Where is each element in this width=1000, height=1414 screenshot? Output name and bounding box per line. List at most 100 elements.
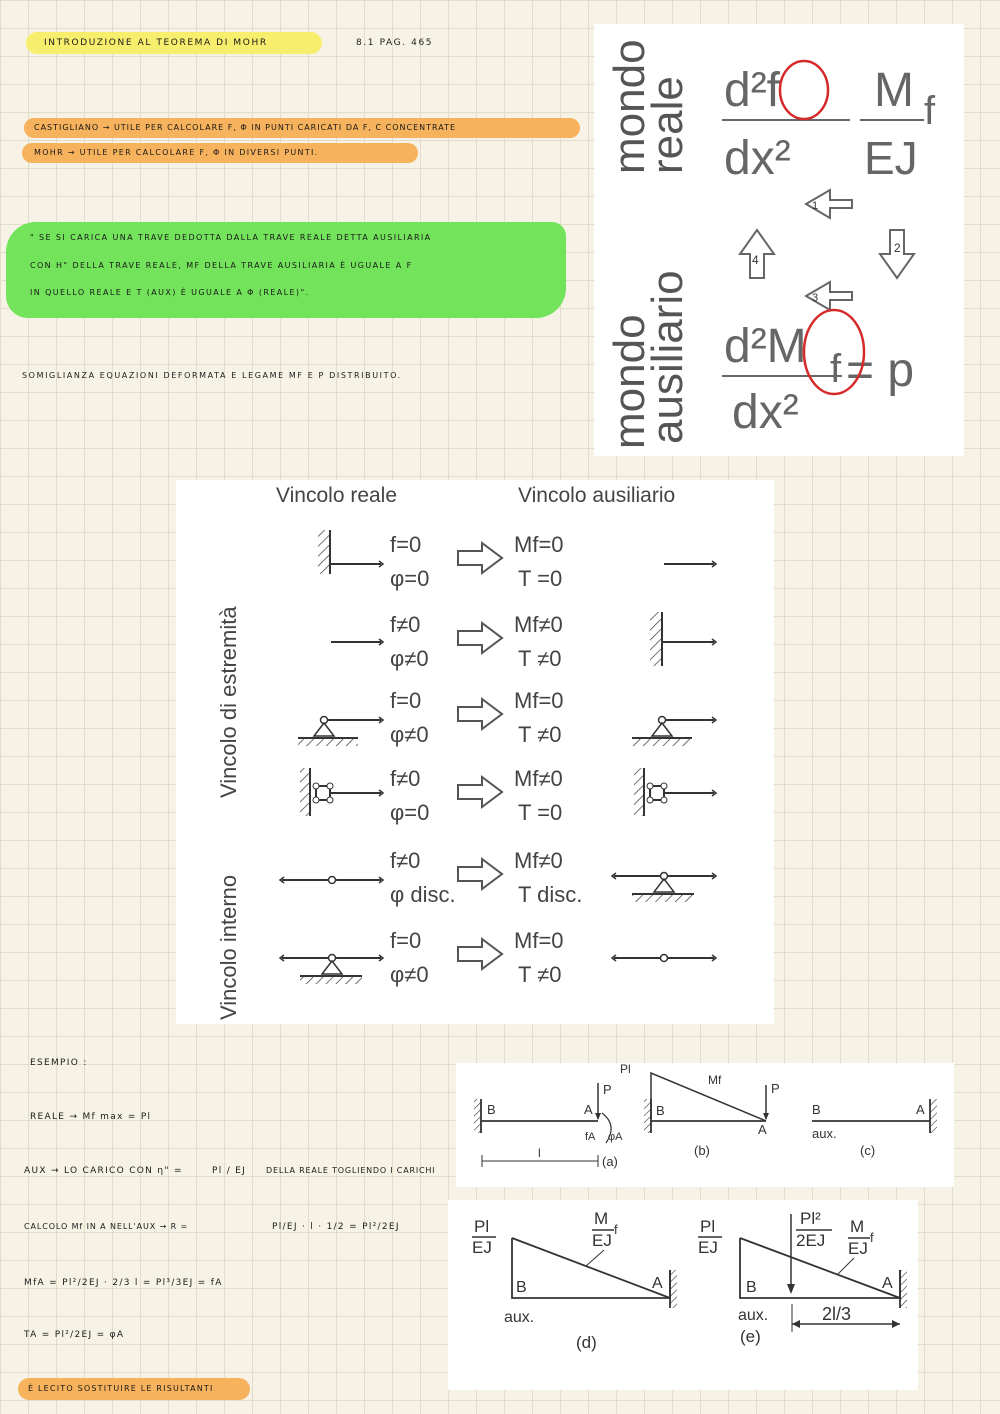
figure-de: Pl EJ M f EJ B A aux. (d) Pl EJ Pl² 2EJ … — [448, 1200, 918, 1390]
row-6-aux-mf: Mf=0 — [514, 928, 564, 953]
row-2-text: f≠0 φ≠0 Mf≠0 T ≠0 — [390, 612, 563, 671]
row-2-aux-mf: Mf≠0 — [514, 612, 563, 637]
fig-d-caption: (d) — [576, 1333, 597, 1352]
row-6-real-f: f=0 — [390, 928, 421, 953]
fig-e-pl2-num: Pl² — [800, 1209, 821, 1228]
row-2-aux-t: T ≠0 — [518, 646, 561, 671]
row-arrow-6 — [457, 937, 504, 971]
row-1-real-symbol — [318, 530, 385, 574]
row-1-aux-symbol — [664, 560, 718, 568]
fig-c-label-aux: aux. — [812, 1126, 837, 1141]
row-4-real-f: f≠0 — [390, 766, 420, 791]
fig-c-caption: (c) — [860, 1143, 875, 1158]
fig-a-caption: (a) — [602, 1154, 618, 1169]
row-2-aux-symbol — [650, 612, 718, 666]
row-1-real-phi: φ=0 — [390, 566, 429, 591]
row-arrows — [457, 541, 504, 971]
aux-world-label-2: ausiliario — [643, 270, 692, 444]
row-4-aux-mf: Mf≠0 — [514, 766, 563, 791]
fig-d-pl: Pl — [474, 1217, 489, 1236]
row-3-aux-mf: Mf=0 — [514, 688, 564, 713]
fig-e-mf-sub: f — [870, 1230, 874, 1245]
row-5-aux-t: T disc. — [518, 882, 582, 907]
row-arrow-3 — [457, 697, 504, 731]
fig-d-mf-num: M — [594, 1209, 608, 1228]
fig-c-label-a: A — [916, 1102, 925, 1117]
worlds-panel: mondo reale mondo ausiliario d²f dx² M f… — [594, 24, 964, 456]
aux-eq-denominator: dx² — [732, 386, 799, 439]
real-eq-rhs-subscript: f — [924, 89, 936, 133]
fig-d-mf-den: EJ — [592, 1231, 612, 1250]
real-eq-rhs-numerator: M — [874, 64, 914, 117]
example-line-calc-pre: CALCOLO Mf IN A NELL'AUX → R = — [24, 1222, 189, 1231]
real-f-circle — [778, 59, 830, 121]
quote-line-3: IN QUELLO REALE E T (AUX) È UGUALE A φ (… — [30, 288, 310, 297]
fig-a-label-phia: φA — [608, 1131, 623, 1143]
castigliano-highlight — [24, 118, 580, 138]
fig-d-label-a: A — [652, 1275, 663, 1292]
fig-e-two-l-three: 2l/3 — [822, 1304, 851, 1324]
fig-e-label-a: A — [882, 1275, 893, 1292]
real-eq-numerator: d²f — [724, 64, 781, 117]
group-end-constraints: Vincolo di estremità — [216, 606, 241, 798]
example-line-calc-eq: Pl/EJ · l · 1/2 = Pl²/2EJ — [272, 1222, 400, 1232]
arrow-4-up — [738, 228, 776, 279]
fig-b-caption: (b) — [694, 1143, 710, 1158]
title-highlight — [26, 32, 322, 54]
row-1-aux-t: T =0 — [518, 566, 562, 591]
row-3-aux-t: T ≠0 — [518, 722, 561, 747]
real-eq-denominator: dx² — [724, 132, 791, 185]
fig-b-label-pl: Pl — [620, 1063, 631, 1076]
row-6-aux-t: T ≠0 — [518, 962, 561, 987]
row-6-text: f=0 φ≠0 Mf=0 T ≠0 — [390, 928, 564, 987]
row-1-aux-mf: Mf=0 — [514, 532, 564, 557]
row-3-real-symbol — [298, 715, 385, 746]
quote-line-2: CON η" DELLA TRAVE REALE, Mf DELLA TRAVE… — [30, 261, 413, 270]
mohr-highlight — [22, 143, 418, 163]
row-3-text: f=0 φ≠0 Mf=0 T ≠0 — [390, 688, 564, 747]
fig-e-caption: (e) — [740, 1327, 761, 1346]
row-4-real-symbol — [300, 768, 385, 816]
row-5-real-f: f≠0 — [390, 848, 420, 873]
fig-e-label-aux: aux. — [738, 1307, 768, 1324]
fig-c-label-b: B — [812, 1102, 821, 1117]
row-5-real-symbol — [278, 875, 385, 885]
fig-b-label-mf: Mf — [708, 1073, 722, 1087]
example-line-aux-fraction: Pl / EJ — [212, 1166, 247, 1176]
quote-line-1: " SE SI CARICA UNA TRAVE DEDOTTA DALLA T… — [30, 233, 432, 242]
fig-d-label-b: B — [516, 1279, 527, 1296]
header-aux-constraint: Vincolo ausiliario — [518, 484, 675, 507]
fig-e-pl: Pl — [700, 1217, 715, 1236]
conclusion-highlight — [18, 1378, 250, 1400]
figure-abc-diagram: B A P fA φA l (a) Pl Mf B A P (b) B A au… — [474, 1062, 937, 1169]
arrow-4-label: 4 — [752, 253, 759, 267]
fig-d-mf-sub: f — [614, 1222, 618, 1237]
fig-b-label-a: A — [758, 1122, 767, 1137]
example-title: ESEMPIO : — [30, 1058, 88, 1068]
fig-a-label-l: l — [538, 1146, 541, 1160]
similarity-note: SOMIGLIANZA EQUAZIONI DEFORMATA E LEGAME… — [22, 371, 402, 380]
row-4-aux-t: T =0 — [518, 800, 562, 825]
row-5-real-phi: φ disc. — [390, 882, 456, 907]
row-5-text: f≠0 φ disc. Mf≠0 T disc. — [390, 848, 582, 907]
real-world-label-2: reale — [643, 76, 692, 174]
aux-eq-numerator: d²M — [724, 320, 807, 373]
row-6-real-phi: φ≠0 — [390, 962, 429, 987]
fig-e-ej: EJ — [698, 1238, 718, 1257]
example-conclusion: È LECITO SOSTITUIRE LE RISULTANTI — [28, 1384, 214, 1393]
row-1-real-f: f=0 — [390, 532, 421, 557]
real-eq-rhs-denominator: EJ — [864, 132, 918, 184]
example-line-aux-post: DELLA REALE TOGLIENDO I CARICHI — [266, 1166, 436, 1175]
arrow-2-down — [878, 229, 916, 280]
arrow-3-left — [804, 280, 853, 312]
row-3-aux-symbol — [632, 715, 718, 746]
arrow-3-label: 3 — [812, 292, 818, 304]
arrow-1-label: 1 — [812, 200, 818, 212]
fig-b-label-b: B — [656, 1103, 665, 1118]
aux-mf-circle — [802, 308, 866, 396]
arrow-2-label: 2 — [894, 241, 901, 255]
row-4-aux-symbol — [634, 768, 718, 816]
example-line-aux-pre: AUX → LO CARICO CON η" = — [24, 1166, 183, 1176]
fig-a-label-p: P — [603, 1082, 612, 1097]
row-2-real-symbol — [331, 638, 385, 646]
